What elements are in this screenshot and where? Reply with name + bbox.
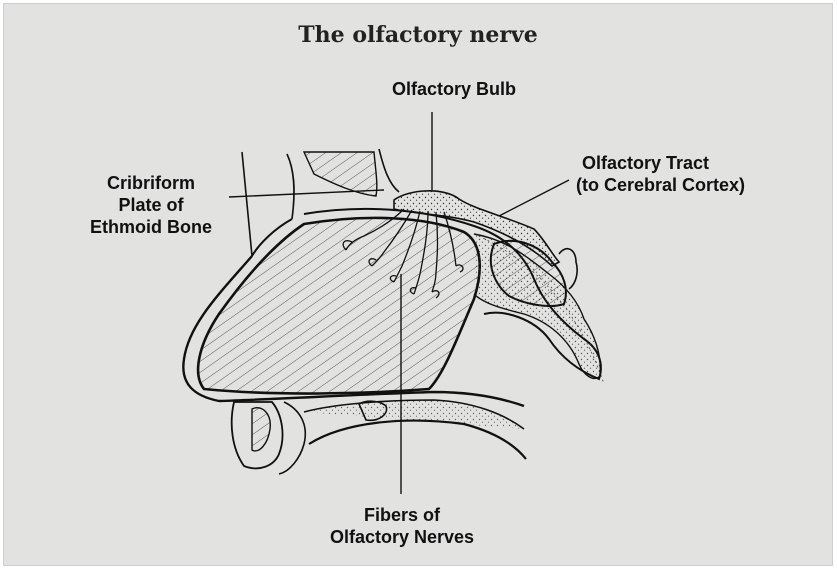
label-cribriform-line3: Ethmoid Bone	[76, 216, 226, 238]
tract-leader-line	[499, 180, 569, 216]
label-fibers-line2: Olfactory Nerves	[302, 526, 502, 548]
label-tract-line2: (to Cerebral Cortex)	[576, 174, 745, 196]
diagram-panel: The olfactory nerve	[3, 3, 833, 566]
label-olfactory-bulb: Olfactory Bulb	[392, 78, 516, 100]
label-cribriform-line1: Cribriform	[76, 172, 226, 194]
label-fibers-line1: Fibers of	[302, 504, 502, 526]
posterior-turbinates	[474, 234, 600, 378]
label-fibers-of-olfactory-nerves: Fibers of Olfactory Nerves	[302, 504, 502, 548]
label-cribriform-plate: Cribriform Plate of Ethmoid Bone	[76, 172, 226, 238]
label-cribriform-line2: Plate of	[76, 194, 226, 216]
label-tract-line1: Olfactory Tract	[576, 152, 745, 174]
label-olfactory-tract: Olfactory Tract (to Cerebral Cortex)	[576, 152, 745, 196]
palate-region	[232, 400, 526, 474]
